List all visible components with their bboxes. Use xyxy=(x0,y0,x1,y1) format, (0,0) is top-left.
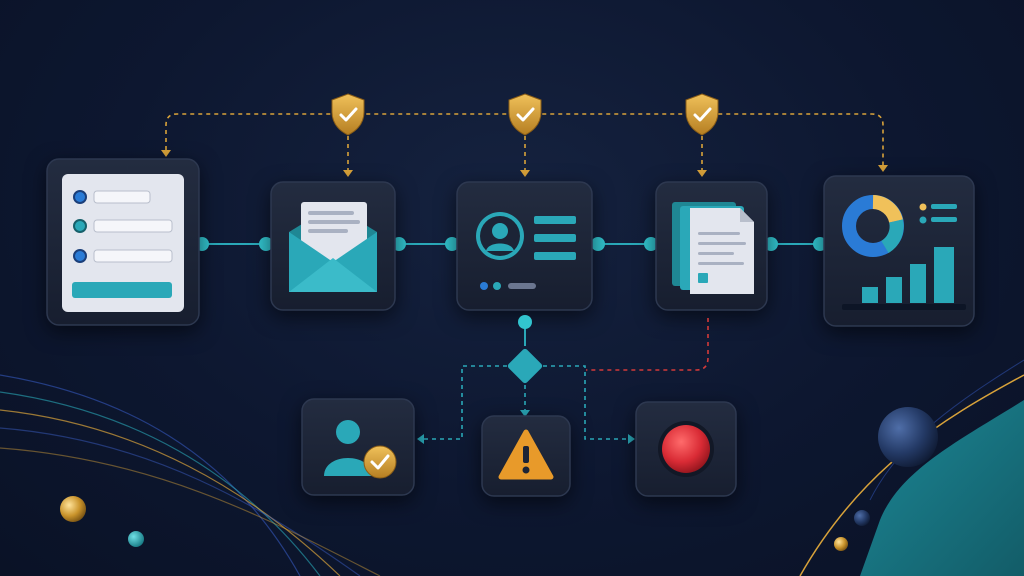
decorative-corner-shape xyxy=(799,359,1024,576)
decision-diamond-icon xyxy=(507,348,543,384)
decorative-wave-lines xyxy=(0,374,381,576)
decision-connector xyxy=(518,315,532,346)
bus-arrow-mail xyxy=(343,170,353,177)
analytics-dashboard-icon xyxy=(842,195,966,310)
documents-node[interactable] xyxy=(655,181,768,311)
user-approved-icon xyxy=(324,420,397,479)
flow-connector-3 xyxy=(591,237,658,251)
stop-node[interactable] xyxy=(635,401,737,497)
flow-connector-4 xyxy=(764,237,827,251)
flow-connector-2 xyxy=(392,237,459,251)
document-stack-icon xyxy=(672,202,754,294)
gold-sphere-right xyxy=(834,537,848,551)
shield-icon xyxy=(331,93,365,136)
form-document-icon xyxy=(62,174,184,312)
shield-icon xyxy=(508,93,542,136)
navy-sphere-small xyxy=(854,510,870,526)
form-node[interactable] xyxy=(46,158,200,326)
warning-node[interactable] xyxy=(481,415,571,497)
analytics-node[interactable] xyxy=(823,175,975,327)
bus-arrow-form xyxy=(161,150,171,157)
bus-arrow-docs xyxy=(697,170,707,177)
stop-button-icon xyxy=(658,421,714,477)
bus-arrow-analytics xyxy=(878,165,888,172)
navy-sphere-right xyxy=(878,407,938,467)
profile-card-icon xyxy=(476,212,576,290)
branch-connectors xyxy=(424,365,628,440)
mail-node[interactable] xyxy=(270,181,396,311)
warning-triangle-icon xyxy=(498,429,554,480)
teal-sphere-left xyxy=(128,531,144,547)
envelope-letter-icon xyxy=(289,202,377,292)
branch-arrow-down xyxy=(520,410,530,417)
branch-arrow-right xyxy=(628,434,635,444)
bus-arrow-profile xyxy=(520,170,530,177)
branch-arrow-left xyxy=(417,434,424,444)
rejection-connector xyxy=(586,318,709,371)
flow-connector-1 xyxy=(195,237,273,251)
approval-node[interactable] xyxy=(301,398,415,496)
profile-node[interactable] xyxy=(456,181,593,311)
shield-icon xyxy=(685,93,719,136)
gold-sphere-left xyxy=(60,496,86,522)
